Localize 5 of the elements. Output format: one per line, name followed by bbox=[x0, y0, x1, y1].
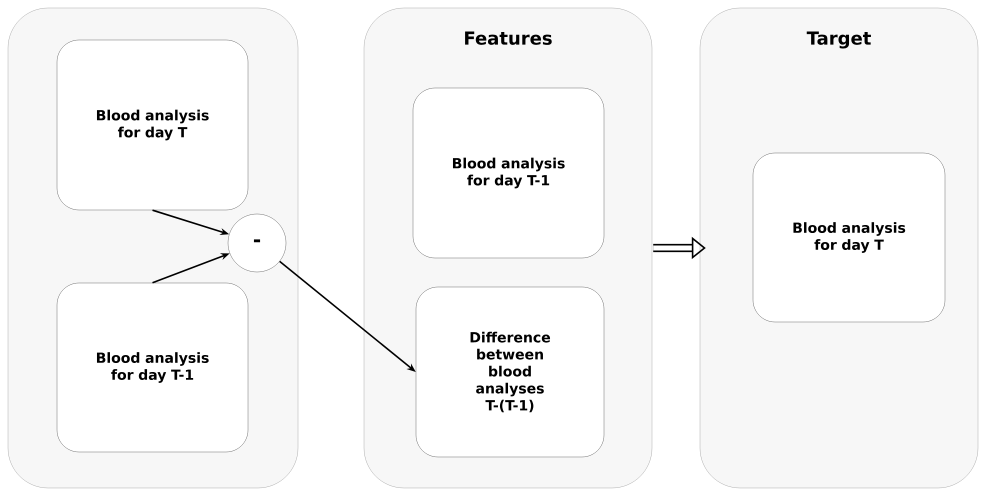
rounded-box: Blood analysis for day T bbox=[56, 40, 248, 210]
rounded-box: Blood analysis for day T-1 bbox=[56, 282, 248, 452]
rounded-box: Blood analysis for day T-1 bbox=[412, 88, 604, 258]
rounded-box: Blood analysis for day T bbox=[752, 152, 946, 322]
rounded-box: Difference between blood analyses T-(T-1) bbox=[416, 286, 604, 458]
